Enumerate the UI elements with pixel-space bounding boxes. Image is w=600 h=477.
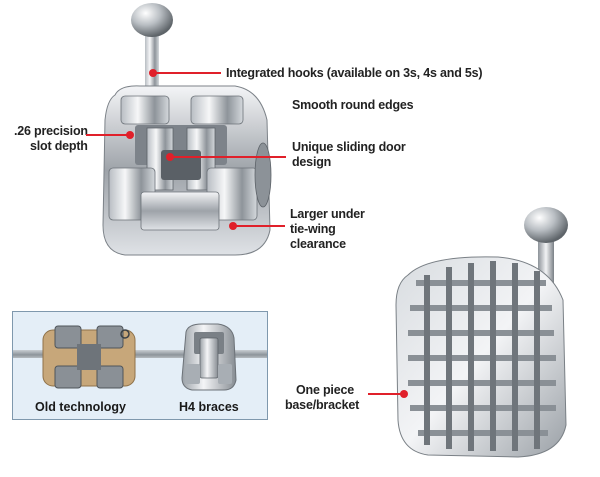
edges-callout-label: Smooth round edges bbox=[292, 98, 414, 112]
clearance-callout-line bbox=[233, 225, 285, 227]
door-callout-label-1: Unique sliding door bbox=[292, 140, 406, 154]
door-callout-label-2: design bbox=[292, 155, 332, 169]
clearance-callout-label-1: Larger under bbox=[290, 207, 365, 221]
base-callout-label-2: base/bracket bbox=[285, 398, 360, 412]
slot-callout-label-2: slot depth bbox=[30, 139, 88, 153]
hooks-callout-label: Integrated hooks (available on 3s, 4s an… bbox=[226, 66, 483, 80]
comparison-panel: Old technology H4 braces bbox=[12, 311, 268, 420]
archwire bbox=[13, 350, 267, 358]
slot-callout-line bbox=[86, 134, 130, 136]
door-callout-line bbox=[170, 156, 286, 158]
h4-bracket-image bbox=[181, 323, 237, 391]
bracket-front-image bbox=[102, 3, 272, 256]
clearance-callout-label-2: tie-wing bbox=[290, 222, 336, 236]
bracket-base-image bbox=[395, 207, 568, 458]
slot-callout-label-1: .26 precision bbox=[14, 124, 88, 138]
old-bracket-image bbox=[42, 325, 136, 389]
base-callout-line bbox=[368, 393, 404, 395]
slot-callout-dot bbox=[126, 131, 134, 139]
hooks-callout-line bbox=[153, 72, 221, 74]
base-callout-label-1: One piece bbox=[296, 383, 354, 397]
old-technology-label: Old technology bbox=[35, 400, 126, 414]
h4-braces-label: H4 braces bbox=[179, 400, 239, 414]
clearance-callout-label-3: clearance bbox=[290, 237, 346, 251]
base-callout-dot bbox=[400, 390, 408, 398]
